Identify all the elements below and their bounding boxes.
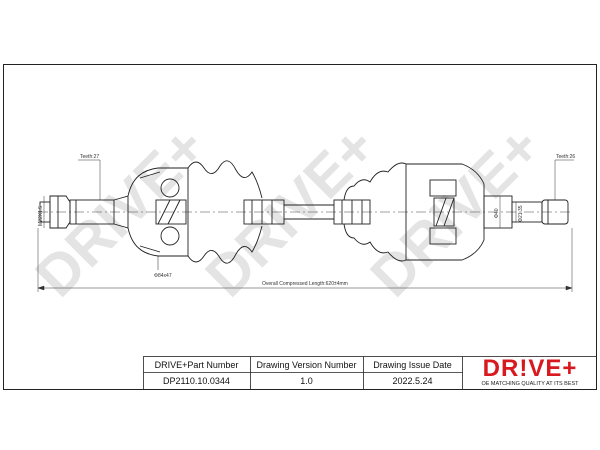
value-part-number: DP2110.10.0344 — [163, 376, 230, 386]
header-issue-date: Drawing Issue Date — [373, 360, 452, 370]
thread-left-label: M22X1.5 — [38, 206, 44, 226]
left-cv-cage — [139, 171, 161, 253]
shaft-assembly — [38, 160, 572, 270]
left-cv-ball-bottom — [160, 226, 180, 246]
overall-length-label: Overall Compressed Length:620±4mm — [262, 281, 348, 287]
right-housing-slot-bottom — [429, 227, 457, 245]
left-cv-hatch-2 — [167, 199, 181, 225]
left-neck — [113, 195, 129, 229]
value-issue-date: 2022.5.24 — [392, 376, 433, 386]
value-version-number: 1.0 — [300, 376, 313, 386]
header-part-number: DRIVE+Part Number — [154, 360, 239, 370]
title-block: DRIVE+Part Number Drawing Version Number… — [143, 356, 597, 390]
diameter-inner-left-label: Φ84x47 — [154, 273, 172, 279]
left-cv-inner-race — [155, 199, 187, 225]
diameter-mid-right-label: Φ40 — [494, 208, 500, 218]
watermark-left: DRIVE+ — [23, 114, 218, 309]
dimension-lines — [37, 159, 574, 292]
logo-wordmark: DR!VE+ — [482, 355, 578, 382]
teeth-left-label: Teeth:27 — [80, 154, 99, 160]
right-tripod-hatch-2 — [443, 197, 455, 227]
right-tripod-hatch-1 — [435, 197, 447, 227]
left-spline — [69, 199, 115, 225]
left-boot-top — [187, 160, 263, 199]
left-cv-ball-top — [160, 178, 180, 198]
watermark-right: DRIVE+ — [358, 114, 553, 309]
teeth-right-label: Teeth:26 — [556, 154, 575, 160]
brand-logo: DR!VE+ OE MATCHING QUALITY AT ITS BEST — [463, 356, 597, 390]
left-cv-hatch-1 — [157, 199, 171, 225]
watermark-center: DRIVE+ — [193, 114, 388, 309]
right-housing-slot-top — [429, 179, 457, 197]
right-boot-top — [343, 162, 407, 201]
left-boot-bottom — [187, 225, 263, 264]
left-boot-clamp — [243, 199, 285, 225]
header-version-number: Drawing Version Number — [256, 360, 357, 370]
watermark-group: DRIVE+ DRIVE+ DRIVE+ — [23, 114, 553, 309]
right-boot-bottom — [343, 223, 407, 262]
title-block-grid — [143, 356, 597, 390]
diameter-right-label: Φ21.35 — [518, 205, 524, 222]
right-housing — [405, 163, 485, 261]
logo-tagline: OE MATCHING QUALITY AT ITS BEST — [481, 381, 579, 387]
